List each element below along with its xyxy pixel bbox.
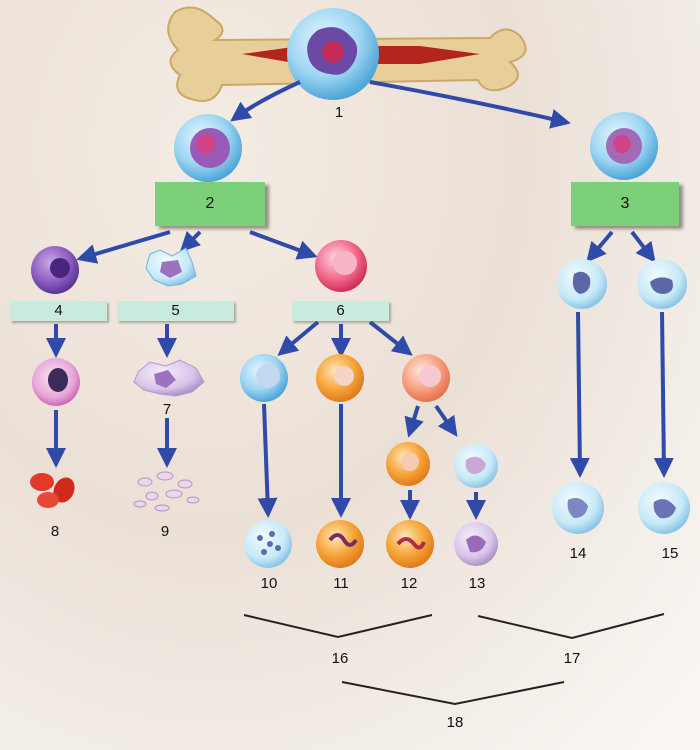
arrow-2-to-6	[249, 230, 318, 260]
bracket-17	[477, 613, 665, 640]
arrow-to-14	[569, 311, 590, 478]
label-6: 6	[336, 302, 345, 319]
b-lymphocyte-cell	[638, 482, 690, 534]
label-12: 12	[400, 575, 418, 592]
label-14: 14	[569, 545, 587, 562]
monocyte-precursor-cell	[454, 444, 498, 488]
label-13: 13	[468, 575, 486, 592]
bracket-16	[243, 614, 433, 639]
arrow-3-to-15	[630, 230, 656, 263]
megakaryocyte-cell	[133, 359, 205, 397]
band-neutrophil-cell	[386, 442, 430, 486]
arrow-to-10	[257, 403, 278, 518]
label-8: 8	[50, 523, 60, 540]
stem-cell	[287, 8, 379, 100]
lymphoid-progenitor-cell	[590, 112, 658, 180]
eosinophil-myelocyte-cell	[316, 354, 364, 402]
arrow-branch-left	[404, 405, 424, 438]
platelets	[133, 471, 200, 512]
eosinophil-cell	[316, 520, 364, 568]
box-6: 6	[292, 301, 389, 321]
label-11: 11	[333, 575, 349, 592]
monocyte-cell	[454, 522, 498, 566]
box-4: 4	[10, 301, 107, 321]
bracket-18	[341, 681, 565, 706]
label-16: 16	[331, 650, 349, 667]
label-17: 17	[563, 650, 581, 667]
erythrocytes	[30, 473, 75, 508]
arrow-3-to-14	[586, 230, 614, 263]
neutrophil-myelocyte-cell	[402, 354, 450, 402]
arrow-1-to-3	[369, 80, 571, 129]
arrow-2-to-5	[179, 230, 202, 253]
b-lymphoblast-cell	[637, 259, 687, 309]
box-3: 3	[571, 182, 679, 226]
label-7: 7	[162, 401, 172, 418]
basophil-cell	[244, 520, 292, 568]
megakaryocyte-precursor-cell	[145, 247, 197, 287]
t-lymphocyte-cell	[552, 482, 604, 534]
arrow-branch-right	[434, 404, 458, 437]
label-9: 9	[160, 523, 170, 540]
label-15: 15	[661, 545, 679, 562]
arrow-6-to-12	[368, 320, 413, 356]
basophil-myelocyte-cell	[240, 354, 288, 402]
label-1: 1	[334, 104, 344, 121]
arrow-to-15	[653, 311, 674, 478]
box-5: 5	[117, 301, 234, 321]
neutrophil-cell	[386, 520, 434, 568]
label-2: 2	[205, 195, 215, 212]
box-2: 2	[155, 182, 265, 226]
t-lymphoblast-cell	[557, 259, 607, 309]
arrow-6-to-10	[277, 320, 320, 356]
normoblast-cell	[32, 358, 80, 406]
arrow-1-to-2	[230, 80, 301, 122]
label-3: 3	[620, 195, 630, 212]
myeloid-progenitor-cell	[174, 114, 242, 182]
label-10: 10	[260, 575, 278, 592]
erythroid-precursor-cell	[31, 246, 79, 294]
label-4: 4	[54, 302, 63, 319]
arrow-2-to-4	[76, 230, 171, 264]
label-5: 5	[171, 302, 180, 319]
granulocyte-progenitor-cell	[315, 240, 367, 292]
label-18: 18	[446, 714, 464, 731]
